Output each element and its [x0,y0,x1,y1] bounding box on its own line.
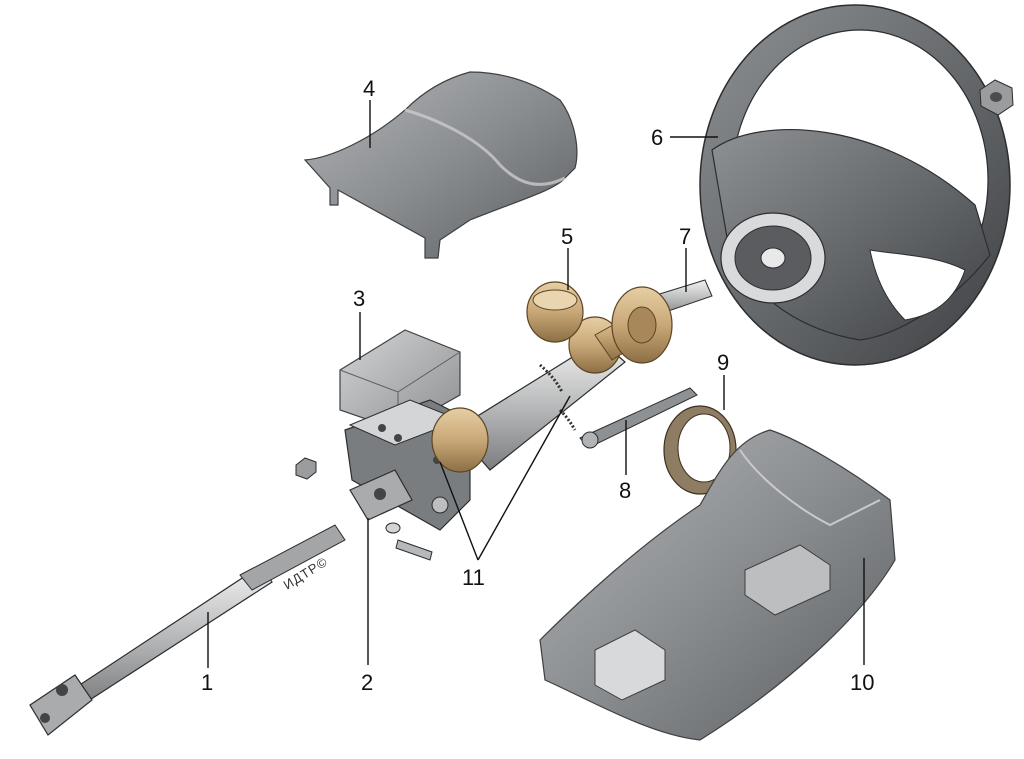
bushing [526,281,584,343]
lower-shroud [539,429,896,741]
callout-7: 7 [679,224,691,249]
callout-6: 6 [651,125,663,150]
steering-column [344,309,661,531]
callout-8: 8 [619,478,631,503]
callout-4: 4 [363,76,375,101]
callout-1: 1 [201,670,213,695]
upper-shroud [303,71,578,259]
callout-2: 2 [361,670,373,695]
steering-wheel [699,4,1011,366]
leader-lines [207,100,865,668]
adjustment-lever [579,387,698,449]
leader-11a [439,461,479,561]
ring [663,405,737,495]
callout-10: 10 [850,670,874,695]
universal-joint-yoke [295,457,433,561]
leader-11b [477,395,571,561]
nut [979,79,1014,116]
callout-5: 5 [561,224,573,249]
intermediate-shaft [29,524,346,736]
callout-9: 9 [717,350,729,375]
callout-3: 3 [353,286,365,311]
callout-11: 11 [462,565,485,590]
steering-shaft-end [611,279,713,364]
